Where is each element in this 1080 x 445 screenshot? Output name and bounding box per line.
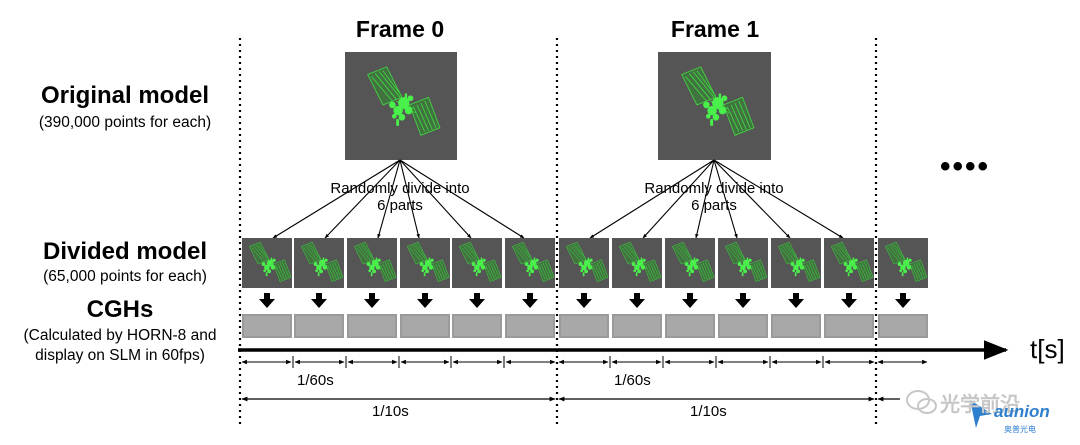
down-arrow: [629, 293, 645, 308]
down-arrow: [311, 293, 327, 308]
cgh-tile: [878, 314, 928, 338]
down-arrow: [682, 293, 698, 308]
divide-arrow: [399, 159, 420, 239]
down-arrow: [259, 293, 275, 308]
down-arrow: [841, 293, 857, 308]
cgh-tile: [612, 314, 662, 338]
down-arrow: [364, 293, 380, 308]
divided-model-subtitle: (65,000 points for each): [43, 268, 207, 285]
down-arrow: [417, 293, 433, 308]
frame-0-title: Frame 0: [355, 16, 445, 42]
divided-model-tile: [400, 238, 450, 288]
down-arrow: [576, 293, 592, 308]
divide-arrow: [589, 159, 715, 239]
divide-arrow: [695, 159, 715, 239]
interval-label-short-1: 1/60s: [614, 372, 651, 389]
divided-model-title: Divided model: [42, 238, 208, 265]
interval-label-long-0: 1/10s: [372, 403, 409, 420]
cgh-tile: [294, 314, 344, 338]
cgh-row: [242, 314, 928, 338]
cgh-title: CGHs: [86, 296, 154, 323]
divide-arrow: [377, 159, 401, 239]
divided-model-tile: [505, 238, 555, 288]
interval-label-long-1: 1/10s: [690, 403, 727, 420]
cgh-subtitle-line2: display on SLM in 60fps): [35, 347, 205, 364]
divide-note-0-line1: Randomly divide into: [330, 180, 470, 197]
divided-model-tile: [452, 238, 502, 288]
divide-arrow: [713, 159, 844, 239]
down-arrow: [788, 293, 804, 308]
frame-1-title: Frame 1: [670, 16, 760, 42]
watermark-brand-cn-text: 奥普光电: [1004, 425, 1036, 434]
cgh-tile: [242, 314, 292, 338]
divide-arrow: [713, 159, 791, 239]
divide-arrow: [324, 159, 401, 239]
down-arrow: [522, 293, 538, 308]
cgh-tile: [400, 314, 450, 338]
aunion-logo-icon: [970, 400, 992, 428]
divided-model-tile: [612, 238, 662, 288]
down-arrow: [469, 293, 485, 308]
divided-model-tile: [242, 238, 292, 288]
continuation-dots: ••••: [940, 150, 991, 183]
cgh-tile: [347, 314, 397, 338]
divide-note-1-line1: Randomly divide into: [644, 180, 784, 197]
time-axis-label: t[s]: [1030, 334, 1065, 364]
cgh-tile: [452, 314, 502, 338]
divided-model-tile: [559, 238, 609, 288]
divide-arrow: [713, 159, 738, 239]
divided-model-tile: [347, 238, 397, 288]
divide-note-0-line2: 6 parts: [377, 197, 423, 214]
divide-arrow: [399, 159, 472, 239]
cgh-tile: [559, 314, 609, 338]
divide-note-0: Randomly divide into 6 parts: [300, 180, 500, 214]
divide-arrow: [272, 159, 401, 239]
cgh-tile: [718, 314, 768, 338]
divide-arrow: [642, 159, 715, 239]
divide-arrows: [272, 159, 844, 239]
cgh-arrows: [259, 293, 911, 308]
divided-model-tile: [718, 238, 768, 288]
watermark-wechat-text: 光学前沿: [940, 394, 1020, 416]
divided-model-tile: [878, 238, 928, 288]
divided-model-row: [242, 238, 928, 288]
original-model-image-0: [345, 52, 457, 160]
cgh-tile: [771, 314, 821, 338]
divided-model-tile: [294, 238, 344, 288]
wechat-icon: [906, 390, 937, 414]
divided-model-tile: [824, 238, 874, 288]
divide-note-1: Randomly divide into 6 parts: [614, 180, 814, 214]
original-model-subtitle: (390,000 points for each): [38, 114, 212, 131]
original-model-image-1: [658, 52, 771, 160]
divide-note-1-line2: 6 parts: [691, 197, 737, 214]
interval-label-short-0: 1/60s: [297, 372, 334, 389]
watermark-brand-text: aunion: [994, 402, 1050, 421]
cgh-subtitle-line1: (Calculated by HORN-8 and: [23, 327, 217, 344]
divided-model-tile: [771, 238, 821, 288]
cgh-tile: [665, 314, 715, 338]
divided-model-tile: [665, 238, 715, 288]
interval-arrows-1-60s: [241, 356, 928, 368]
divide-arrow: [399, 159, 525, 239]
down-arrow: [735, 293, 751, 308]
down-arrow: [895, 293, 911, 308]
cgh-tile: [505, 314, 555, 338]
cgh-tile: [824, 314, 874, 338]
original-model-title: Original model: [40, 82, 210, 109]
